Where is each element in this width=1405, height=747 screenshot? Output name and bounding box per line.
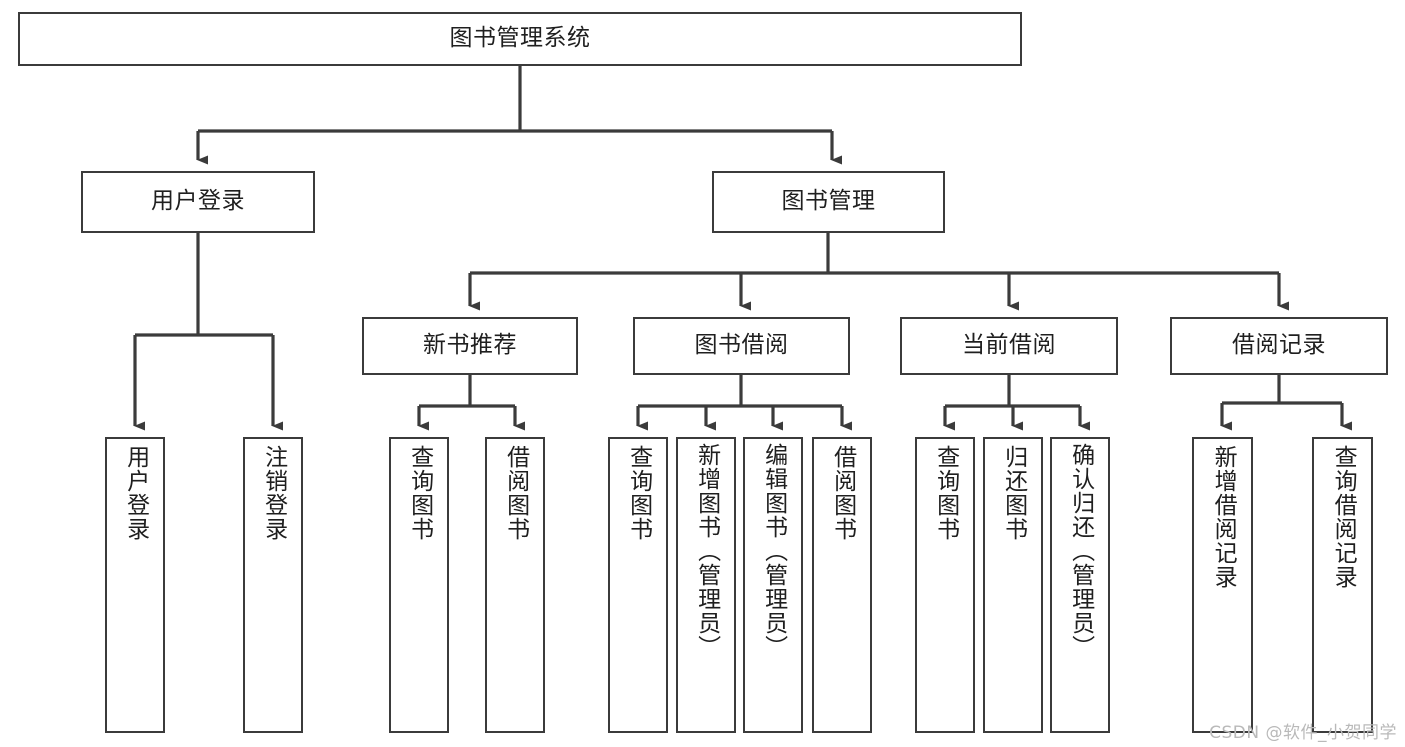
node-new-book-recommend-label: 新书推荐 xyxy=(423,332,517,359)
node-leaf-return-book-label: 归还图书 xyxy=(1000,445,1027,541)
node-leaf-borrow-book-recommend[interactable]: 借阅图书 xyxy=(485,437,545,733)
node-leaf-add-book-label: 新增图书（管理员） xyxy=(693,443,720,659)
node-user-login-label: 用户登录 xyxy=(151,188,245,215)
node-leaf-logout-label: 注销登录 xyxy=(260,445,287,541)
node-leaf-edit-book-label: 编辑图书（管理员） xyxy=(760,443,787,659)
node-borrow-record[interactable]: 借阅记录 xyxy=(1170,317,1388,375)
node-user-login[interactable]: 用户登录 xyxy=(81,171,315,233)
node-leaf-return-book[interactable]: 归还图书 xyxy=(983,437,1043,733)
node-leaf-query-book-current[interactable]: 查询图书 xyxy=(915,437,975,733)
node-book-manage-label: 图书管理 xyxy=(781,188,876,215)
node-root[interactable]: 图书管理系统 xyxy=(18,12,1022,66)
node-leaf-borrow-book-label: 借阅图书 xyxy=(829,445,856,541)
node-leaf-add-book[interactable]: 新增图书（管理员） xyxy=(676,437,736,733)
node-leaf-add-borrow-record[interactable]: 新增借阅记录 xyxy=(1192,437,1253,733)
node-leaf-query-borrow-record[interactable]: 查询借阅记录 xyxy=(1312,437,1373,733)
node-leaf-query-book-recommend-label: 查询图书 xyxy=(406,445,433,541)
node-leaf-edit-book[interactable]: 编辑图书（管理员） xyxy=(743,437,803,733)
node-new-book-recommend[interactable]: 新书推荐 xyxy=(362,317,578,375)
node-book-manage[interactable]: 图书管理 xyxy=(712,171,945,233)
node-leaf-user-login-label: 用户登录 xyxy=(122,445,149,541)
node-leaf-borrow-book-recommend-label: 借阅图书 xyxy=(502,445,529,541)
node-leaf-query-book-borrow[interactable]: 查询图书 xyxy=(608,437,668,733)
node-current-borrow[interactable]: 当前借阅 xyxy=(900,317,1118,375)
node-leaf-user-login[interactable]: 用户登录 xyxy=(105,437,165,733)
node-book-borrow-label: 图书借阅 xyxy=(694,332,789,359)
node-leaf-query-book-current-label: 查询图书 xyxy=(932,445,959,541)
node-book-borrow[interactable]: 图书借阅 xyxy=(633,317,850,375)
node-leaf-confirm-return[interactable]: 确认归还（管理员） xyxy=(1050,437,1110,733)
node-current-borrow-label: 当前借阅 xyxy=(962,332,1056,359)
node-borrow-record-label: 借阅记录 xyxy=(1232,332,1326,359)
node-leaf-borrow-book[interactable]: 借阅图书 xyxy=(812,437,872,733)
node-leaf-query-book-recommend[interactable]: 查询图书 xyxy=(389,437,449,733)
node-leaf-confirm-return-label: 确认归还（管理员） xyxy=(1067,443,1094,659)
node-root-label: 图书管理系统 xyxy=(449,25,591,52)
node-leaf-query-borrow-record-label: 查询借阅记录 xyxy=(1330,445,1357,589)
node-leaf-add-borrow-record-label: 新增借阅记录 xyxy=(1210,445,1237,589)
node-leaf-logout[interactable]: 注销登录 xyxy=(243,437,303,733)
node-leaf-query-book-borrow-label: 查询图书 xyxy=(625,445,652,541)
